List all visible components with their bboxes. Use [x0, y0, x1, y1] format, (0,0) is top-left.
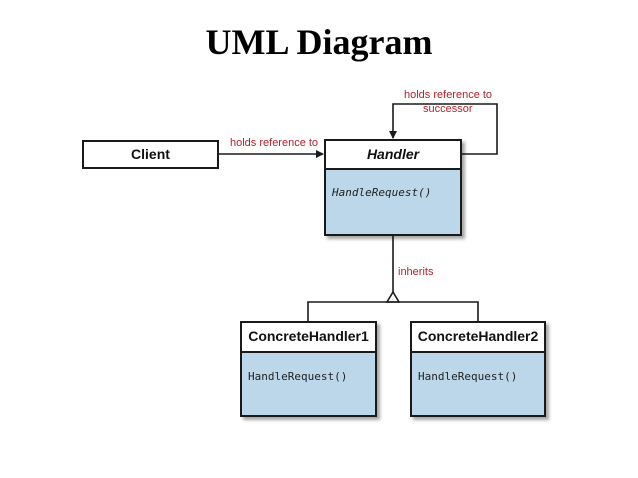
inheritance-triangle: [385, 290, 401, 303]
successor-loop-arrow: [389, 103, 498, 155]
client-box: Client: [82, 140, 219, 169]
inherits-label: inherits: [398, 266, 434, 278]
handler-method: HandleRequest(): [332, 186, 432, 199]
inheritance-branch: [307, 301, 479, 322]
client-handler-label: holds reference to: [230, 137, 319, 149]
concrete-handler-1-class: ConcreteHandler1 HandleRequest(): [240, 321, 377, 417]
client-label: Client: [131, 146, 170, 162]
handler-class: Handler HandleRequest(): [324, 139, 462, 236]
concrete-handler-2-method: HandleRequest(): [418, 370, 518, 383]
concrete-handler-1-method: HandleRequest(): [248, 370, 348, 383]
diagram-title: UML Diagram: [205, 22, 433, 62]
concrete-handler-2-class: ConcreteHandler2 HandleRequest(): [410, 321, 546, 417]
handler-name: Handler: [326, 141, 460, 170]
concrete-handler-1-name: ConcreteHandler1: [242, 323, 375, 353]
concrete-handler-2-name: ConcreteHandler2: [412, 323, 544, 353]
successor-label-line2: successor: [423, 103, 473, 115]
successor-label-line1: holds reference to: [404, 89, 493, 101]
